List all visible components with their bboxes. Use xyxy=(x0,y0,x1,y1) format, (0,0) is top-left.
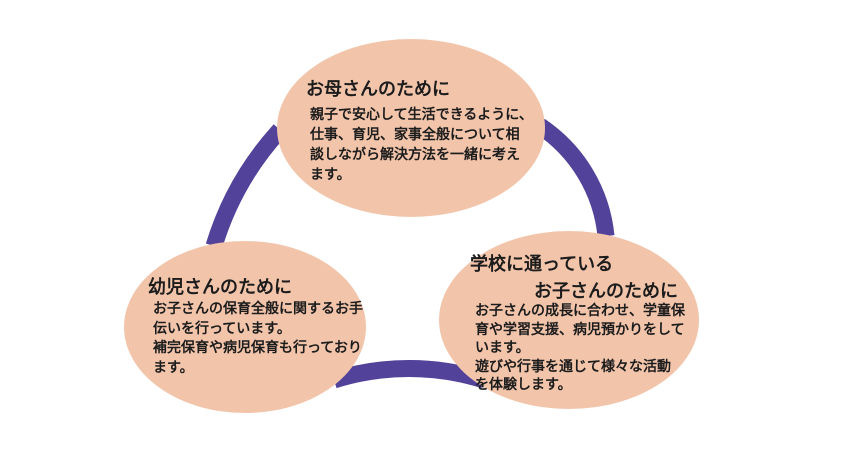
body-line: お子さんの保育全般に関するお手 xyxy=(153,302,363,317)
bubble-school-children xyxy=(439,231,699,409)
title-line: お子さんのために xyxy=(534,281,678,301)
ring-arc-right xyxy=(535,118,615,237)
bubble-mothers xyxy=(277,39,545,217)
bubble-toddlers xyxy=(124,241,366,413)
body-line: 親子で安心して生活できるように、 xyxy=(310,108,533,123)
body-line: 伝いを行っています。 xyxy=(153,321,291,337)
body-line: お子さんの成長に合わせ、学童保 xyxy=(475,304,685,319)
ring-arc-left xyxy=(205,124,287,249)
bubble-toddlers-body: お子さんの保育全般に関するお手 伝いを行っています。 補完保育や病児保育も行って… xyxy=(153,300,363,378)
bubble-toddlers-title: 幼児さんのために xyxy=(148,277,292,297)
bubble-school-children-title: 学校に通っている お子さんのために xyxy=(470,251,678,305)
body-line: 育や学習支援、病児預かりをして xyxy=(475,322,685,338)
body-line: 仕事、育児、家事全般について相 xyxy=(310,128,520,143)
body-line: を体験します。 xyxy=(475,378,572,393)
body-line: ます。 xyxy=(310,168,351,183)
body-line: 談しながら解決方法を一緒に考え xyxy=(310,148,520,163)
body-line: 遊びや行事を通じて様々な活動 xyxy=(475,359,671,375)
title-line: 学校に通っている xyxy=(470,254,614,274)
body-line: ます。 xyxy=(153,360,194,376)
body-line: います。 xyxy=(475,341,530,356)
body-line: 補完保育や病児保育も行っており xyxy=(153,341,362,356)
bubble-mothers-body: 親子で安心して生活できるように、 仕事、育児、家事全般について相 談しながら解決… xyxy=(310,106,533,186)
bubble-school-children-body: お子さんの成長に合わせ、学童保 育や学習支援、病児預かりをして います。 遊びや… xyxy=(475,303,685,396)
bubble-mothers-title: お母さんのために xyxy=(306,79,450,99)
